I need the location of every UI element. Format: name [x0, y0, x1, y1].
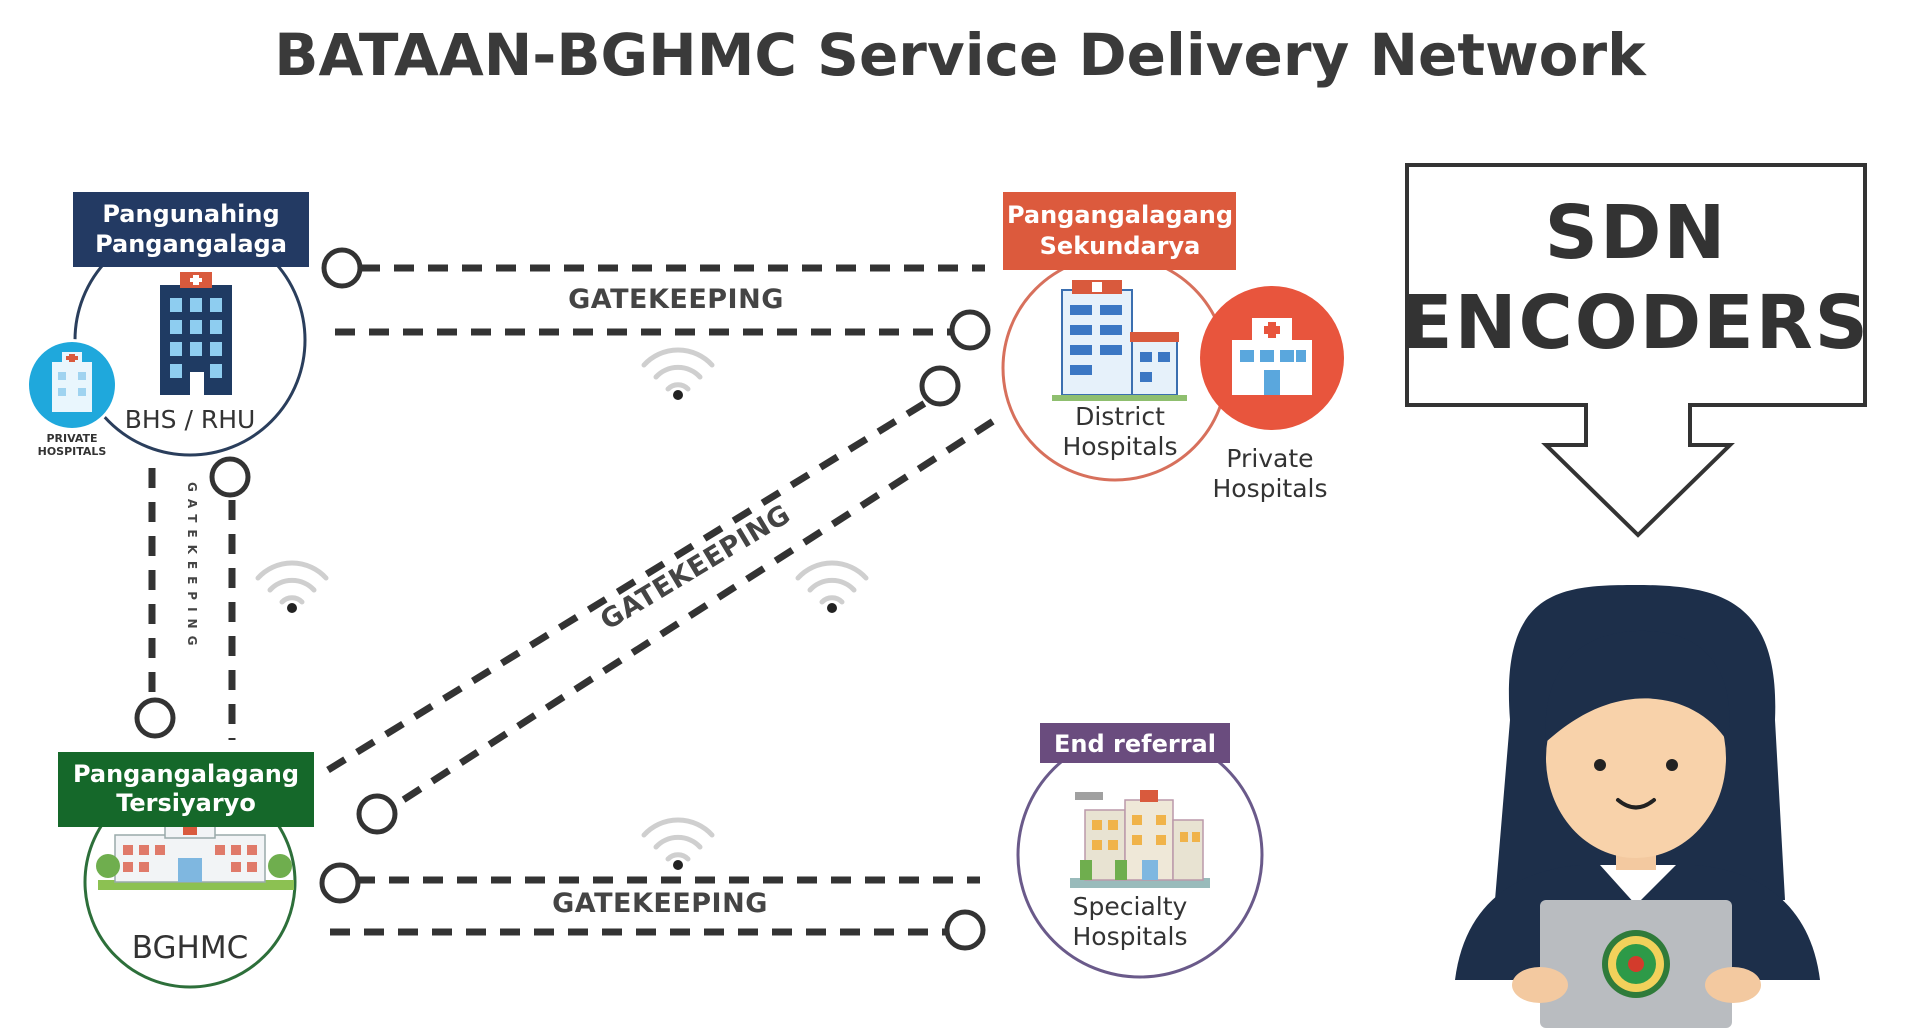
private-hospitals-badge: PRIVATE HOSPITALS [26, 339, 118, 458]
secondary-tag-line1: Pangangalagang [1007, 201, 1233, 229]
secondary-tag [1003, 192, 1236, 270]
node-tertiary-care: BGHMC Pangangalagang Tersiyaryo [58, 752, 314, 989]
end-caption-line1: Specialty [1073, 892, 1188, 921]
gatekeeping-label-vertical: GATEKEEPING [185, 482, 199, 652]
secondary-tag-line2: Sekundarya [1040, 232, 1201, 260]
gatekeeping-label-top: GATEKEEPING [568, 284, 784, 315]
district-hospital-icon [1052, 280, 1187, 401]
sdn-encoders-callout: SDN ENCODERS [1402, 163, 1870, 538]
doh-seal-icon [1602, 930, 1670, 998]
connector-node [321, 247, 363, 289]
specialty-hospital-icon [1070, 790, 1210, 888]
primary-tag-line1: Pangunahing [102, 200, 279, 228]
link-tertiary-end: GATEKEEPING [319, 862, 986, 951]
primary-tag-line2: Pangangalaga [95, 230, 287, 258]
hospital-campus-icon [96, 819, 294, 890]
private-badge-line1: PRIVATE [46, 432, 97, 445]
primary-tag [73, 192, 309, 267]
district-caption-line2: Hospitals [1062, 432, 1177, 461]
connector-node [919, 365, 961, 407]
connector-node [209, 456, 251, 498]
private-hospital-icon [1232, 318, 1312, 395]
tertiary-tag [58, 752, 314, 827]
node-secondary-care: District Hospitals Private Hospitals Pan… [1001, 192, 1344, 503]
end-caption-line2: Hospitals [1072, 922, 1187, 951]
node-caption: BHS / RHU [125, 405, 256, 434]
connector-node [319, 862, 361, 904]
link-primary-tertiary: GATEKEEPING [134, 456, 251, 740]
callout-line2: ENCODERS [1402, 280, 1870, 366]
building-icon [160, 272, 232, 395]
link-tertiary-secondary: GATEKEEPING [326, 365, 997, 835]
hospital-icon [52, 352, 92, 412]
connector-node [949, 309, 991, 351]
connector-node [944, 909, 986, 951]
tertiary-tag-line1: Pangangalagang [73, 760, 299, 788]
wifi-icon [795, 560, 869, 613]
wifi-icon [255, 560, 329, 613]
private-badge-line2: HOSPITALS [38, 445, 107, 458]
node-end-referral: Specialty Hospitals End referral [1016, 723, 1264, 979]
private-caption-line1: Private [1226, 444, 1313, 473]
link-primary-secondary: GATEKEEPING [321, 247, 991, 351]
encoder-figure [1455, 585, 1820, 1028]
callout-line1: SDN [1545, 190, 1728, 276]
end-referral-tag [1040, 723, 1230, 763]
tertiary-tag-line2: Tersiyaryo [116, 789, 256, 817]
gatekeeping-label-bottom: GATEKEEPING [552, 888, 768, 919]
district-caption-line1: District [1075, 402, 1165, 431]
wifi-icon [641, 347, 715, 400]
node-primary-care: BHS / RHU Pangunahing Pangangalaga PRIVA… [26, 192, 309, 458]
connector-node [356, 793, 398, 835]
end-referral-tag-label: End referral [1054, 730, 1216, 758]
page-title: BATAAN-BGHMC Service Delivery Network [274, 21, 1647, 89]
wifi-icon [641, 817, 715, 870]
connector-node [134, 697, 176, 739]
callout-arrow-box [1405, 163, 1867, 538]
node-caption: BGHMC [132, 930, 248, 966]
private-caption-line2: Hospitals [1212, 474, 1327, 503]
